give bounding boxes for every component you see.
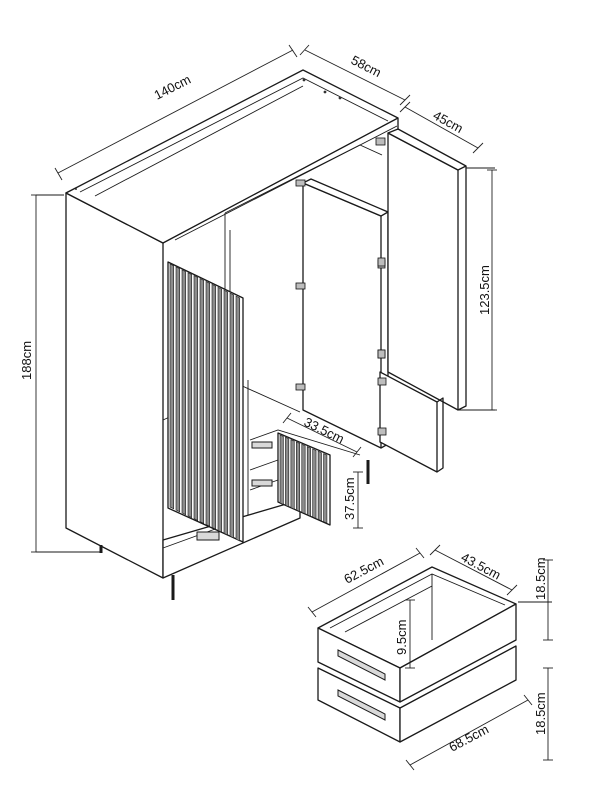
dim-lower-height-label: 37.5cm [342,477,357,520]
door-slats [279,434,328,524]
dim-door-height-label: 123.5cm [477,265,492,315]
left-slatted-door [167,261,244,543]
slat [211,283,217,530]
dim-drawer-inner-height-label: 9.5cm [394,620,409,655]
dim-depth-label: 58cm [349,52,384,80]
hinge-icon [375,137,386,146]
slat [217,286,223,533]
slat [306,446,311,517]
slat [312,448,317,519]
dim-drawer-bottom-height-label: 18.5cm [533,692,548,735]
dim-drawer-front-width-label: 68.5cm [446,721,491,754]
dim-width-label: 140cm [152,72,194,103]
hinge-icon [377,377,387,386]
drawer-detail [317,566,517,743]
slat [317,450,322,522]
slat [175,266,181,513]
slat [229,292,235,539]
dim-door-width-label: 45cm [431,108,466,137]
dimension-lines [31,44,553,771]
right-open-door [375,128,467,411]
slat [301,443,306,515]
slat [285,436,290,508]
slat [193,275,199,521]
slat [290,439,295,510]
slat [296,441,301,512]
slat [323,453,328,524]
slat [199,278,205,524]
hinge-icon [377,349,386,359]
hinge-icon [377,427,387,436]
cabinet-legs [99,460,370,600]
dim-drawer-depth-label: 62.5cm [341,553,386,586]
slat [169,263,175,510]
slat [205,281,211,527]
dim-drawer-inner-width-label: 43.5cm [459,549,504,582]
hinge-icon [295,383,306,391]
slat [223,289,229,536]
slat [235,295,241,542]
hinge-icon [377,257,386,267]
slat [187,272,193,519]
lower-open-door [377,371,444,473]
hinge-icon [295,179,306,187]
slat [181,269,187,516]
dim-total-height-label: 188cm [19,341,34,380]
slat [279,434,284,505]
door-slats [169,263,241,542]
hinge-icon [295,282,306,290]
dim-drawer-top-height-label: 18.5cm [533,557,548,600]
middle-open-door [295,178,389,449]
inner-drawer-section [196,429,361,541]
